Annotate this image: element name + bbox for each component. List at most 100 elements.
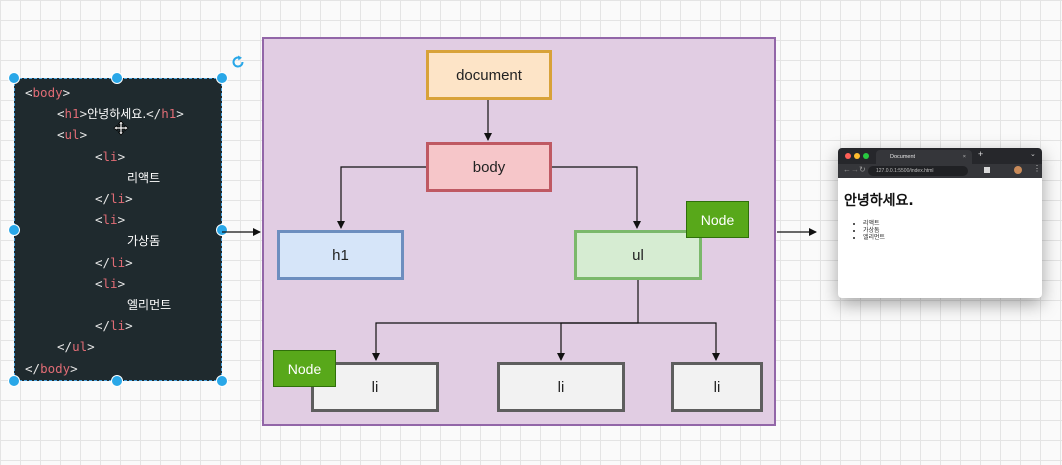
code-punctuation: < [57,106,65,122]
node-li-3[interactable]: li [671,362,763,412]
code-line: </li> [95,255,133,271]
code-punctuation: > [79,106,88,122]
rotate-icon[interactable] [231,55,245,69]
node-li-2-label: li [557,378,565,396]
resize-handle-top-right[interactable] [216,72,228,84]
code-punctuation: > [117,275,126,291]
node-badge-li[interactable]: Node [273,350,336,387]
code-line: <li> [95,149,125,165]
move-cursor-icon [113,120,129,136]
node-li-3-label: li [713,378,721,396]
code-tag-name: body [32,85,63,100]
profile-icon[interactable] [1014,166,1022,174]
code-tag-name: ul [72,339,88,355]
address-bar-url: 127.0.0.1:5500/index.html [876,168,934,174]
minimize-window-icon[interactable] [854,153,860,159]
back-icon[interactable]: ← [843,165,851,174]
code-tag-name: li [102,212,118,228]
code-tag-name: li [110,191,126,206]
code-line: <li> [95,212,125,228]
resize-handle-middle-right[interactable] [216,224,228,236]
code-punctuation: > [176,106,184,122]
code-punctuation: </ [25,360,41,376]
resize-handle-middle-left[interactable] [8,224,20,236]
code-line: </li> [95,318,133,334]
code-text: 엘리먼트 [127,298,172,312]
page-heading: 안녕하세요. [844,193,914,209]
resize-handle-top-center[interactable] [111,72,123,84]
code-tag-name: li [102,148,118,164]
code-punctuation: > [125,191,133,206]
node-body[interactable]: body [426,142,552,192]
reload-icon[interactable]: ↻ [859,165,866,174]
code-punctuation: < [57,127,65,143]
code-text: 리액트 [127,170,161,185]
code-punctuation: > [87,339,95,355]
node-li-2[interactable]: li [497,362,625,412]
code-tag-name: li [110,318,126,334]
node-li-1-label: li [371,378,379,396]
node-h1-label: h1 [332,246,349,264]
code-tag-name: li [102,275,118,291]
tab-list-icon[interactable]: ⌄ [1030,151,1036,158]
page-list-item: 리액트 [863,220,885,227]
code-punctuation: > [79,127,88,143]
close-tab-icon[interactable]: × [962,154,966,160]
new-tab-icon[interactable]: + [978,149,984,159]
code-punctuation: </ [95,254,111,270]
code-punctuation: </ [95,191,111,206]
code-punctuation: > [117,212,126,228]
page-list-item: 가상돔 [863,227,885,234]
maximize-window-icon[interactable] [863,153,869,159]
extensions-icon[interactable] [984,167,990,173]
node-badge-ul-label: Node [700,211,735,228]
resize-handle-bottom-center[interactable] [111,375,123,387]
code-line: 리액트 [127,170,160,186]
code-punctuation: < [95,212,103,228]
code-punctuation: > [125,318,133,334]
node-document-label: document [456,66,522,84]
page-list-item: 엘리먼트 [863,234,885,241]
node-badge-li-label: Node [287,360,322,377]
close-window-icon[interactable] [845,153,851,159]
code-tag-name: h1 [64,106,80,122]
browser-titlebar: Document × + ⌄ [838,148,1042,164]
code-punctuation: > [70,360,78,376]
code-tag-name: body [40,360,71,376]
node-ul[interactable]: ul [574,230,702,280]
browser-preview[interactable]: Document × + ⌄ ← → ↻ 127.0.0.1:5500/inde… [838,148,1042,298]
resize-handle-bottom-right[interactable] [216,375,228,387]
node-document[interactable]: document [426,50,552,100]
menu-icon[interactable]: ⋮ [1033,164,1041,173]
code-tag-name: h1 [161,106,177,122]
code-punctuation: > [62,85,71,100]
resize-handle-top-left[interactable] [8,72,20,84]
resize-handle-bottom-left[interactable] [8,375,20,387]
code-punctuation: < [95,148,103,164]
code-line: 가상돔 [127,233,160,249]
code-line: <h1>안녕하세요.</h1> [57,106,184,122]
node-h1[interactable]: h1 [277,230,404,280]
node-body-label: body [472,158,506,176]
code-punctuation: </ [57,339,73,355]
forward-icon[interactable]: → [851,165,859,174]
code-line: <body> [25,85,70,101]
browser-tab-title: Document [890,154,916,160]
code-line: </body> [25,361,78,377]
code-tag-name: ul [64,127,80,143]
page-list: 리액트 가상돔 엘리먼트 [854,220,885,241]
browser-tab[interactable]: Document × [876,150,972,164]
code-punctuation: </ [146,106,162,122]
code-line: </ul> [57,339,95,355]
browser-toolbar: ← → ↻ 127.0.0.1:5500/index.html ⋮ [838,164,1042,178]
code-punctuation: </ [95,318,111,334]
code-punctuation: > [117,148,126,164]
address-bar[interactable]: 127.0.0.1:5500/index.html [868,166,968,176]
code-punctuation: < [25,85,33,100]
code-line: <ul> [57,127,87,143]
code-text: 가상돔 [127,234,161,249]
code-line: <li> [95,276,125,292]
code-text: 안녕하세요. [87,107,147,122]
node-ul-label: ul [632,246,644,264]
node-badge-ul[interactable]: Node [686,201,749,238]
